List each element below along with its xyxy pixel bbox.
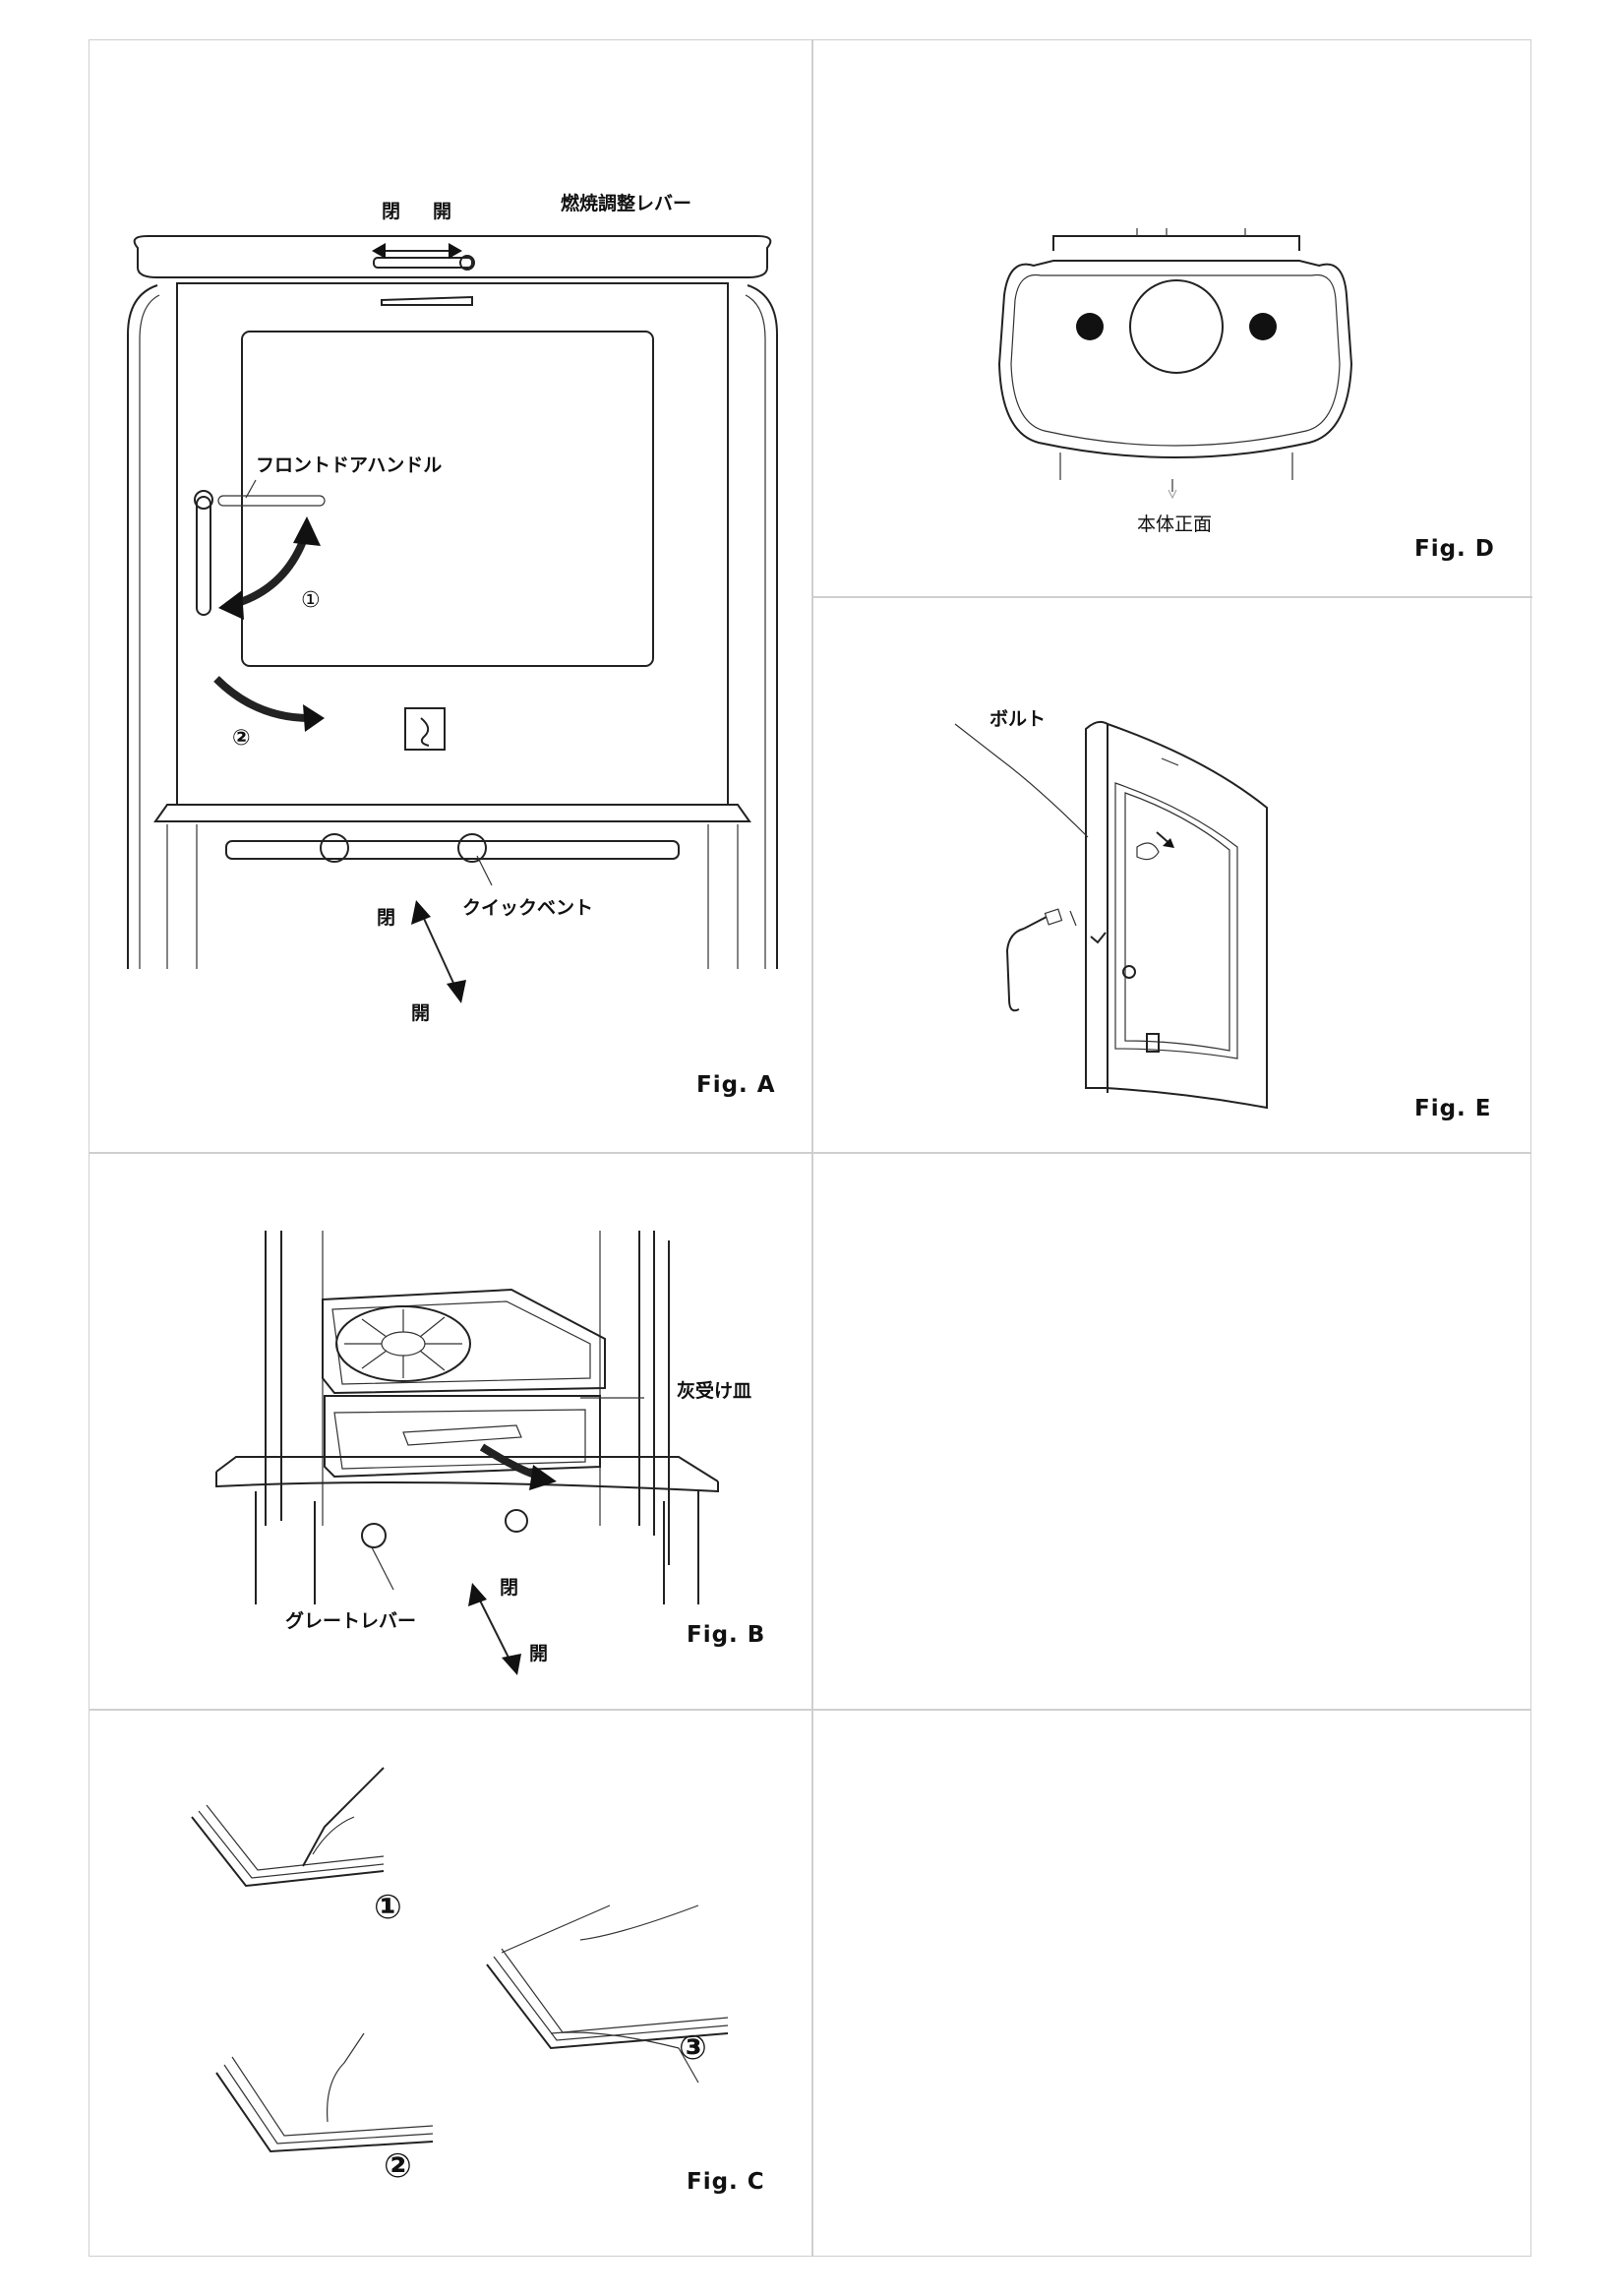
fig-a-caption: Fig. A — [696, 1072, 776, 1098]
combustion-lever-label: 燃焼調整レバー — [561, 193, 692, 214]
step-1-marker: ① — [301, 588, 321, 613]
fig-b-panel: 灰受け皿 グレートレバー 閉 開 Fig. B — [89, 1152, 811, 1709]
gasket-replacement-drawing — [191, 1767, 729, 2153]
close-label-bottom: 閉 — [377, 907, 396, 929]
grid-divider-vertical — [811, 40, 813, 2256]
open-label-top: 開 — [433, 201, 452, 222]
fig-d-panel: 本体正面 Fig. D — [812, 39, 1531, 596]
step-2-marker: ② — [384, 2146, 412, 2186]
fig-e-panel: ボルト Fig. E — [812, 596, 1531, 1152]
figure-grid — [89, 39, 1532, 2257]
door-handle-label: フロントドアハンドル — [256, 454, 443, 476]
bolt-label: ボルト — [989, 708, 1047, 730]
fig-c-panel: ① ③ ② Fig. C — [89, 1709, 811, 2257]
step-1-marker: ① — [374, 1888, 402, 1927]
step-2-marker: ② — [232, 726, 251, 751]
fig-b-caption: Fig. B — [687, 1622, 766, 1648]
fig-d-caption: Fig. D — [1414, 536, 1495, 562]
step-3-marker: ③ — [679, 2028, 707, 2068]
quick-vent-label: クイックベント — [462, 897, 594, 919]
close-label-top: 閉 — [382, 201, 401, 222]
ash-pan-drawing — [215, 1231, 719, 1675]
open-label-bottom: 開 — [411, 1002, 431, 1024]
door-handle-assembly-drawing — [954, 720, 1268, 1110]
grate-lever-label: グレートレバー — [285, 1610, 417, 1632]
stove-front-drawing — [127, 235, 778, 1003]
grid-divider-row1 — [90, 1152, 1530, 1154]
grid-divider-d-e — [811, 596, 1532, 598]
ash-pan-label: 灰受け皿 — [677, 1380, 752, 1402]
grid-divider-row2 — [90, 1709, 1530, 1711]
open-label: 開 — [529, 1643, 549, 1664]
front-of-body-label: 本体正面 — [1137, 514, 1213, 535]
fig-e-caption: Fig. E — [1414, 1096, 1492, 1121]
close-label: 閉 — [500, 1577, 519, 1599]
fig-c-caption: Fig. C — [687, 2169, 765, 2195]
fig-a-panel: 閉 開 燃焼調整レバー フロントドアハンドル ① ② クイックベント 閉 開 F… — [89, 39, 811, 1152]
stove-top-view-drawing — [997, 228, 1353, 500]
